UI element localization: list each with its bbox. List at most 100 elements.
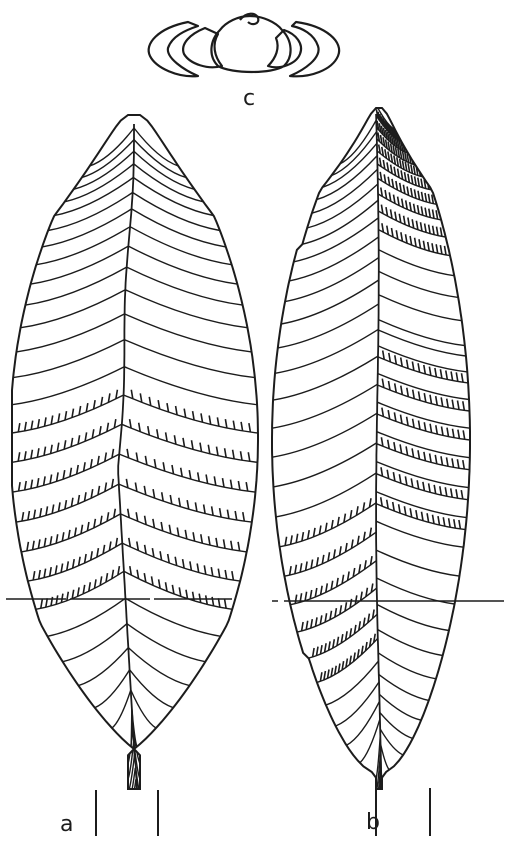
cone-a-left-texture-mark bbox=[78, 435, 80, 444]
cone-a-right-scale-row bbox=[133, 178, 213, 216]
cone-b-left-texture-mark bbox=[315, 588, 317, 597]
cone-b-diagram bbox=[272, 104, 470, 836]
cone-a-left-texture-mark bbox=[62, 532, 64, 541]
cone-b-right-upper-texture-mark bbox=[414, 204, 416, 213]
cone-a-right-texture-mark bbox=[197, 564, 199, 573]
cone-a-left-texture-mark bbox=[44, 569, 46, 578]
cone-a-right-texture-mark bbox=[148, 426, 150, 435]
cone-b-right-upper-scale-row bbox=[378, 374, 469, 400]
cone-a-right-texture-mark bbox=[163, 462, 165, 471]
cone-a-right-texture-mark bbox=[157, 429, 159, 438]
cone-b-right-lower-texture-mark bbox=[418, 363, 420, 372]
cone-b-right-upper-texture-mark bbox=[423, 241, 425, 250]
cone-b-right-upper-scale-row bbox=[378, 630, 443, 656]
cone-b-right-lower-texture-mark bbox=[427, 513, 429, 522]
cone-b-right-lower-texture-mark bbox=[393, 472, 395, 481]
cone-b-right-lower-texture-mark bbox=[443, 517, 445, 526]
cone-b-right-upper-scale-row bbox=[377, 402, 470, 428]
cone-b-left-texture-mark bbox=[291, 535, 293, 544]
cone-a-right-texture-mark bbox=[216, 538, 218, 547]
cone-a-right-texture-mark bbox=[195, 502, 197, 511]
cone-b-right-lower-texture-mark bbox=[453, 429, 455, 438]
cone-a-outline bbox=[12, 115, 258, 789]
cone-b-right-upper-texture-mark bbox=[406, 200, 408, 209]
cone-a-left-texture-mark bbox=[37, 448, 39, 457]
cone-b-right-upper-texture-mark bbox=[440, 227, 442, 236]
cone-b-right-upper-scale-row bbox=[379, 694, 421, 720]
cone-b-left-scale-row bbox=[284, 532, 376, 576]
cone-a-right-texture-mark bbox=[193, 411, 195, 420]
cone-a-left-texture-mark bbox=[37, 478, 39, 487]
cone-b-right-lower-texture-mark bbox=[436, 425, 438, 434]
cone-b-left-texture-mark bbox=[285, 537, 287, 546]
cone-a-right-texture-mark bbox=[136, 453, 138, 462]
cone-a-right-scale-row bbox=[119, 484, 252, 522]
cone-b-right-lower-texture-mark bbox=[422, 512, 424, 521]
cone-a-left-texture-mark bbox=[77, 465, 79, 474]
cone-a-right-texture-mark bbox=[243, 512, 245, 521]
cone-a-left-texture-mark bbox=[79, 557, 81, 566]
cone-a-left-texture-mark bbox=[57, 472, 59, 481]
cone-a-left-texture-mark bbox=[31, 480, 33, 489]
cone-b-left-scale-row bbox=[273, 443, 376, 487]
cone-a-right-texture-mark bbox=[187, 500, 189, 509]
cone-b-right-lower-texture-mark bbox=[394, 412, 396, 421]
cone-b-right-lower-texture-mark bbox=[393, 502, 395, 511]
cone-a-right-texture-mark bbox=[248, 452, 250, 461]
cone-a-right-texture-mark bbox=[214, 476, 216, 485]
cone-b-right-lower-texture-mark bbox=[424, 452, 426, 461]
cone-b-right-upper-texture-mark bbox=[406, 234, 408, 243]
cone-b-left-scale-row bbox=[307, 184, 378, 228]
cone-b-right-upper-texture-mark bbox=[410, 202, 412, 211]
cone-a-right-texture-mark bbox=[137, 542, 139, 551]
cone-b-stalk bbox=[376, 788, 430, 836]
cone-b-right-lower-texture-mark bbox=[419, 421, 421, 430]
cone-b-right-lower-texture-mark bbox=[463, 460, 465, 469]
cone-b-right-upper-texture-mark bbox=[425, 208, 427, 217]
cone-a-left-texture-mark bbox=[83, 585, 85, 594]
cone-a-left-texture-mark bbox=[18, 423, 20, 432]
cone-a-left-texture-mark bbox=[38, 539, 40, 548]
cone-b-right-upper-scale-row bbox=[379, 295, 462, 321]
cone-b-right-upper-texture-mark bbox=[436, 244, 438, 253]
cone-b-left-texture-mark bbox=[325, 523, 327, 532]
cone-a-left-texture-mark bbox=[39, 570, 41, 579]
cone-a-right-texture-mark bbox=[218, 569, 220, 578]
cone-a-left-texture-mark bbox=[44, 447, 46, 456]
cone-b-right-upper-texture-mark bbox=[419, 239, 421, 248]
cone-b-right-lower-texture-mark bbox=[407, 417, 409, 426]
cone-b-right-upper-texture-mark bbox=[414, 166, 416, 175]
label-a: a bbox=[60, 814, 73, 836]
cone-b-left-texture-mark bbox=[305, 592, 307, 601]
cone-a-right-texture-mark bbox=[167, 403, 169, 412]
cone-a-right-texture-mark bbox=[204, 505, 206, 514]
cone-b-right-upper-texture-mark bbox=[411, 175, 413, 184]
cone-a-left-texture-mark bbox=[92, 429, 94, 438]
cone-a-left-texture-mark bbox=[27, 542, 29, 551]
cone-a-left-texture-mark bbox=[86, 403, 88, 412]
cone-b-right-lower-texture-mark bbox=[406, 446, 408, 455]
cone-b-right-lower-texture-mark bbox=[400, 444, 402, 453]
cone-b-right-lower-texture-mark bbox=[419, 391, 421, 400]
cone-b-left-texture-mark bbox=[306, 621, 308, 630]
cone-a-left-texture-mark bbox=[75, 528, 77, 537]
cone-a-right-texture-mark bbox=[166, 582, 168, 591]
cone-a-left-scale-row bbox=[95, 670, 130, 708]
cone-a-right-texture-mark bbox=[186, 590, 188, 599]
cone-b-right-lower-texture-mark bbox=[401, 415, 403, 424]
cone-b-left-texture-mark bbox=[308, 530, 310, 539]
cone-b-right-lower-texture-mark bbox=[410, 508, 412, 517]
cone-b-right-lower-texture-mark bbox=[456, 489, 458, 498]
cone-a-right-texture-mark bbox=[224, 539, 226, 548]
cone-b-left-texture-mark bbox=[302, 622, 304, 631]
cone-b-left-texture-mark bbox=[296, 534, 298, 543]
cone-b-right-upper-scale-row bbox=[377, 432, 470, 458]
cone-b-right-lower-texture-mark bbox=[463, 401, 465, 410]
cone-b-right-lower-texture-mark bbox=[404, 506, 406, 515]
cone-a-left-texture-mark bbox=[40, 508, 42, 517]
cone-b-right-lower-texture-mark bbox=[387, 470, 389, 479]
cone-b-right-upper-texture-mark bbox=[436, 210, 438, 219]
cone-b-right-lower-texture-mark bbox=[413, 419, 415, 428]
cone-a-right-texture-mark bbox=[225, 599, 227, 608]
cone-a-right-texture-mark bbox=[139, 423, 141, 432]
